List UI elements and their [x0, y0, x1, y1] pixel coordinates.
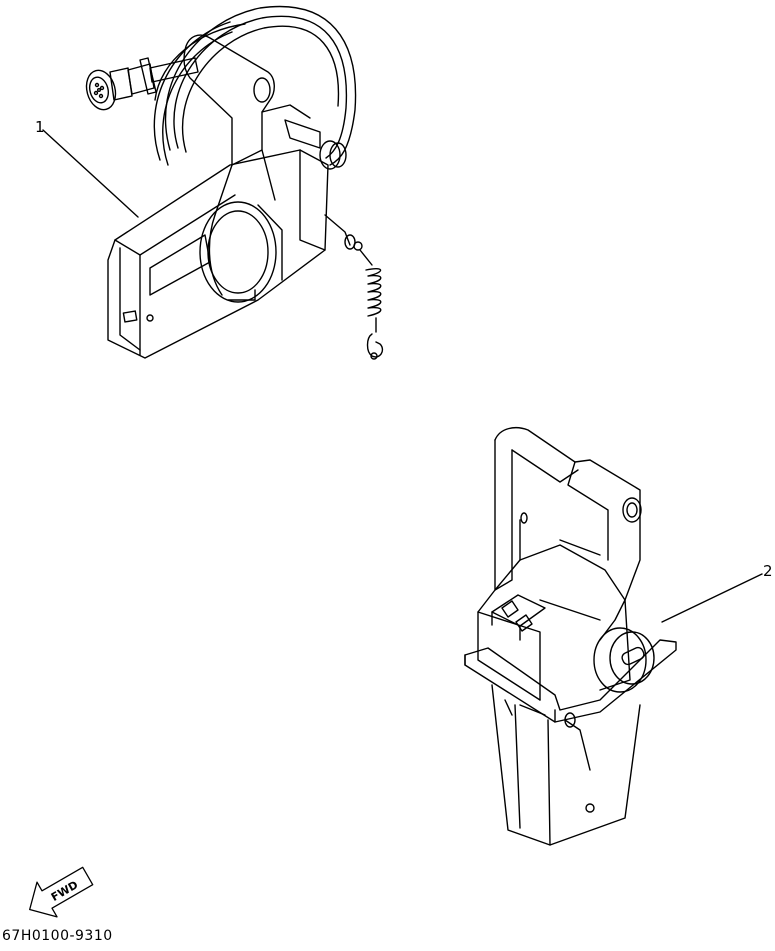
engine-stop-lanyard — [324, 214, 384, 360]
callout-label-1: 1 — [35, 118, 45, 136]
side-mount-housing — [107, 104, 329, 359]
callout-label-2: 2 — [763, 562, 773, 580]
leader-lines — [42, 129, 763, 623]
lever-hub — [199, 201, 283, 303]
fwd-arrow: FWD — [29, 866, 94, 918]
drawing-code: 67H0100-9310 — [2, 928, 113, 944]
side-mount-remote-control — [85, 5, 384, 360]
cable-grommet — [319, 140, 347, 170]
binnacle-flange — [464, 639, 677, 723]
binnacle-lower-body — [491, 684, 641, 846]
binnacle-hub — [593, 599, 655, 693]
leader-line-1 — [42, 129, 139, 218]
fwd-arrow-label: FWD — [49, 878, 80, 904]
trim-switch — [491, 594, 546, 641]
binnacle-upper-housing — [477, 539, 631, 701]
leader-line-2 — [661, 573, 763, 623]
control-lever — [183, 34, 276, 216]
binnacle-remote-control — [464, 427, 677, 846]
harness-connector — [85, 57, 199, 111]
binnacle-handle — [494, 427, 642, 601]
